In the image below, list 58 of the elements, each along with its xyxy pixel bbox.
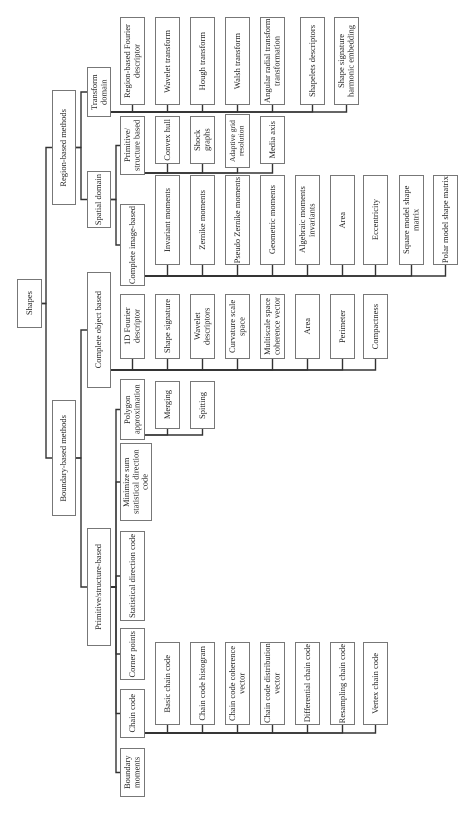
category-box: Chain code distribution vector: [260, 642, 285, 725]
connector-line: [111, 586, 120, 774]
category-box: Area: [330, 175, 355, 265]
category-box: Pseudo Zernike moments: [225, 175, 250, 265]
category-box: Algebraic moments invariants: [295, 175, 320, 265]
category-box: Spitting: [190, 381, 215, 429]
category-box: Shapes: [17, 279, 42, 328]
connector-line: [42, 302, 52, 459]
category-box: Chain code: [120, 689, 145, 738]
category-box: Differential chain code: [295, 642, 320, 725]
category-box: Hough transform: [190, 17, 215, 105]
category-box: Spatial domain: [87, 171, 111, 228]
category-box: Eccentricity: [363, 175, 388, 265]
category-box: Merging: [155, 381, 180, 429]
category-box: Primitive/ structure based: [120, 116, 145, 175]
category-box: Wavelet transform: [155, 17, 180, 105]
category-box: Chain code coherence vector: [225, 642, 250, 725]
category-box: Vertex chain code: [363, 642, 388, 725]
category-box: Perimeter: [330, 294, 355, 359]
category-box: Compactness: [363, 294, 388, 359]
category-box: Minimize sum statistical direction code: [120, 443, 152, 521]
connector-line: [76, 457, 87, 588]
category-box: Multiscale space coherence vector: [260, 294, 285, 359]
category-box: Shock graphs: [190, 116, 215, 164]
category-box: Boundary moments: [120, 748, 145, 797]
category-box: Geometric moments: [260, 175, 285, 265]
category-box: Walsh transform: [225, 17, 250, 105]
connector-line: [145, 429, 204, 436]
category-box: Corner points: [120, 628, 145, 680]
category-box: Boundary-based methods: [52, 400, 76, 516]
category-box: 1D Fourier descriptor: [120, 294, 145, 359]
category-box: Statistical direction code: [120, 531, 145, 621]
category-box: Shapelets descriptors: [300, 17, 325, 105]
category-box: Region-based methods: [52, 90, 76, 205]
category-box: Zernike moments: [190, 175, 215, 265]
category-box: Wavelet descriptors: [190, 294, 215, 359]
category-box: Chain code histogram: [190, 642, 215, 725]
category-box: Complete image-based: [120, 204, 145, 286]
category-box: Shape signature harmonic embedding: [334, 17, 359, 105]
category-box: Polygon approximation: [120, 379, 145, 440]
category-box: Polar model shape matrix: [433, 175, 458, 265]
connector-line: [111, 198, 120, 246]
category-box: Media axis: [260, 116, 285, 164]
category-box: Shape signature: [155, 294, 180, 359]
category-box: Curvature scale space: [225, 294, 250, 359]
category-box: Basic chain code: [155, 642, 180, 725]
connector-line: [76, 146, 87, 200]
category-box: Convex hull: [155, 116, 180, 164]
category-box: Primitive/structure-based: [87, 528, 111, 646]
category-box: Complete object based: [87, 272, 111, 388]
category-box: Square model shape matrix: [399, 175, 424, 265]
category-box: Transform domain: [87, 67, 111, 117]
category-box: Angular radial transform transformation: [260, 17, 285, 105]
category-box: Region-based Fourier descriptor: [120, 17, 145, 105]
category-box: Invariant moments: [155, 175, 180, 265]
connector-line: [145, 164, 274, 174]
category-box: Resampling chain code: [330, 642, 355, 725]
category-box: Area: [295, 294, 320, 359]
